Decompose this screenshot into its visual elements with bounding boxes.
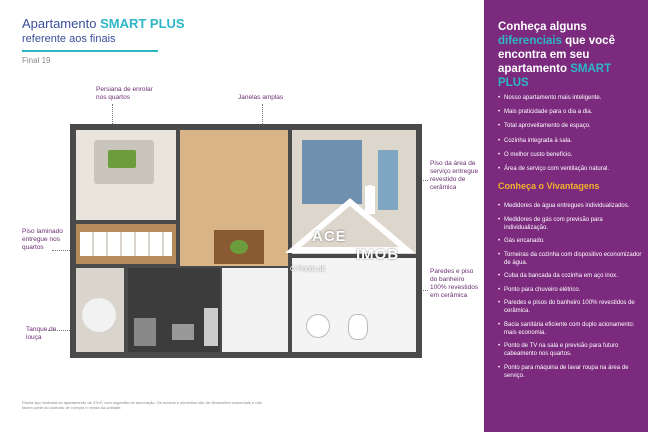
vantagens-title: Conheça o Vivantagens [498, 181, 600, 191]
title-underline [22, 50, 158, 52]
watermark-text-1: ACE [312, 228, 347, 245]
watermark-logo [285, 185, 415, 253]
page-subtitle: referente aos finais [22, 33, 116, 45]
list-item: Cuba da bancada da cozinha em aço inox. [498, 272, 644, 280]
features-list: Nosso apartamento mais inteligente. Mais… [498, 94, 644, 179]
bedroom-1 [76, 130, 176, 220]
label-paredes-banheiro: Paredes e piso do banheiro 100% revestid… [430, 268, 479, 299]
list-item: Ponto para máquina de lavar roupa na áre… [498, 364, 644, 380]
bathroom [292, 258, 416, 352]
toilet-icon [348, 314, 368, 340]
disclaimer: Planta tipo ilustrada do apartamento de … [22, 400, 262, 410]
list-item: Nosso apartamento mais inteligente. [498, 94, 644, 102]
list-item: Ponto para chuveiro elétrico. [498, 286, 644, 294]
list-item: Total aproveitamento de espaço. [498, 122, 644, 130]
list-item: Medidores de gás com previsão para indiv… [498, 216, 644, 232]
label-janelas: Janelas amplas [238, 94, 284, 101]
leader-line [262, 104, 263, 126]
label-persiana: Persiana de enrolar nos quartos [96, 86, 153, 101]
hall [222, 268, 288, 352]
sink-icon [172, 324, 194, 340]
final-label: Final 19 [22, 56, 51, 65]
plant-icon [230, 240, 248, 254]
washer-icon [82, 298, 116, 332]
sidebar: Conheça alguns diferenciais que você enc… [484, 0, 648, 432]
list-item: Mais praticidade para o dia a dia. [498, 108, 644, 116]
fridge-icon [204, 308, 218, 346]
label-piso-area: Piso da área de serviço entregue revesti… [430, 160, 479, 191]
list-item: Gás encanado. [498, 237, 644, 245]
watermark-text-2: IMOB [356, 246, 400, 263]
chimney-dot-icon [365, 185, 375, 195]
page-title: Apartamento SMART PLUS [22, 16, 185, 31]
sidebar-title: Conheça alguns diferenciais que você enc… [498, 21, 615, 89]
closet-icon [80, 232, 172, 256]
list-item: Ponto de TV na sala e previsão para futu… [498, 342, 644, 358]
floorplan-panel: Apartamento SMART PLUS referente aos fin… [22, 16, 479, 410]
vantagens-list: Medidores de água entregues individualiz… [498, 202, 644, 385]
list-item: Bacia sanitária eficiente com duplo acio… [498, 321, 644, 337]
leader-line [48, 330, 74, 331]
bed-icon [302, 140, 362, 204]
house-roof-icon [285, 198, 415, 253]
watermark-subtext: O Ponto alt [290, 266, 326, 273]
bedroom-2 [292, 130, 416, 254]
list-item: Cozinha integrada à sala. [498, 137, 644, 145]
pillow-icon [108, 150, 136, 168]
list-item: Torneiras da cozinha com dispositivo eco… [498, 251, 644, 267]
stove-icon [134, 318, 156, 346]
sink-icon [306, 314, 330, 338]
list-item: Área de serviço com ventilação natural. [498, 165, 644, 173]
wardrobe [76, 224, 176, 264]
list-item: Paredes e pisos do banheiro 100% revesti… [498, 299, 644, 315]
floor-plan [70, 124, 422, 358]
label-tanque: Tanque de louça [26, 326, 57, 341]
laundry [76, 268, 124, 352]
chimney-icon [365, 186, 375, 214]
leader-line [52, 250, 82, 251]
label-piso-laminado: Piso laminado entregue nos quartos [22, 228, 63, 251]
kitchen [128, 268, 220, 352]
list-item: O melhor custo benefício. [498, 151, 644, 159]
bed-icon [378, 150, 398, 210]
living-room [180, 130, 288, 266]
leader-line [112, 104, 113, 132]
list-item: Medidores de água entregues individualiz… [498, 202, 644, 210]
